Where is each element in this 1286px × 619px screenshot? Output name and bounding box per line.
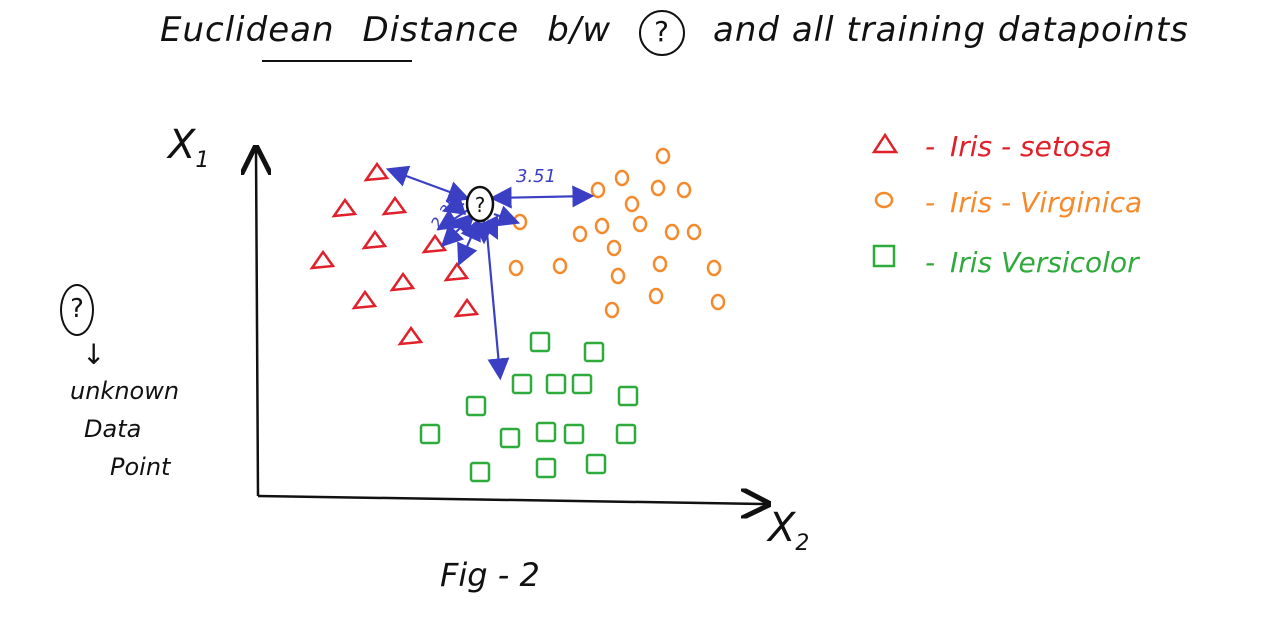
title-word-bw: b/w — [547, 10, 612, 50]
x2-axis-letter: X — [768, 505, 796, 551]
virginica-point — [655, 147, 671, 165]
query-point-marker — [465, 185, 495, 223]
virginica-point — [552, 257, 568, 275]
setosa-point — [389, 271, 416, 292]
virginica-point — [508, 259, 524, 277]
setosa-point — [331, 197, 358, 218]
x1-axis-letter: X — [168, 122, 196, 168]
virginica-point — [664, 223, 680, 241]
virginica-point — [650, 179, 666, 197]
distance-arrow — [489, 185, 595, 209]
virginica-point — [710, 293, 726, 311]
virginica-point — [648, 287, 664, 305]
versicolor-point — [535, 421, 557, 443]
unknown-note-line3: Point — [110, 453, 171, 481]
axes-group — [256, 150, 766, 504]
setosa-point — [397, 325, 424, 346]
versicolor-point — [571, 373, 593, 395]
virginica-point — [614, 169, 630, 187]
title-word-rest: and all training datapoints — [713, 10, 1189, 50]
x1-axis-label: X1 — [168, 122, 209, 173]
square-icon — [870, 242, 910, 279]
virginica-point — [632, 215, 648, 233]
x2-axis-label: X2 — [768, 505, 809, 556]
distance-arrow — [493, 205, 521, 227]
x2-axis-line — [257, 496, 766, 504]
distance-arrow — [478, 215, 498, 240]
title-word-distance: Distance — [362, 10, 520, 50]
distance-label-setosa: 2.35 — [427, 193, 463, 233]
versicolor-point — [511, 373, 533, 395]
distance-arrows-group — [385, 165, 595, 381]
versicolor-point — [617, 385, 639, 407]
distance-arrow — [385, 165, 471, 203]
triangle-icon — [870, 130, 910, 163]
unknown-note-line2: Data — [84, 415, 142, 443]
versicolor-point — [499, 427, 521, 449]
versicolor-point — [545, 373, 567, 395]
setosa-point — [363, 161, 390, 182]
title-word-euclidean: Euclidean — [160, 10, 335, 50]
figure-caption: Fig - 2 — [440, 556, 540, 594]
virginica-point — [604, 301, 620, 319]
virginica-point — [606, 239, 622, 257]
data-points-group — [309, 147, 726, 483]
versicolor-point — [583, 341, 605, 363]
versicolor-point — [535, 457, 557, 479]
legend-item-setosa: -Iris - setosa — [870, 130, 1112, 163]
x2-axis-subscript: 2 — [795, 531, 810, 556]
distance-label-virginica: 3.51 — [516, 166, 556, 187]
virginica-point — [686, 223, 702, 241]
legend-item-versicolor: -Iris Versicolor — [870, 242, 1139, 279]
versicolor-point — [529, 331, 551, 353]
query-point-symbol: ? — [475, 193, 486, 217]
setosa-point — [443, 261, 470, 282]
title-query-symbol: ? — [639, 10, 686, 56]
unknown-note-line1: unknown — [70, 377, 180, 405]
virginica-point — [706, 259, 722, 277]
setosa-point — [309, 249, 336, 270]
setosa-point — [351, 289, 378, 310]
legend-label-versicolor: Iris Versicolor — [950, 246, 1139, 279]
title-underline — [262, 60, 412, 62]
virginica-point — [572, 225, 588, 243]
distance-arrow — [484, 221, 510, 381]
virginica-point — [676, 181, 692, 199]
distance-arrow — [441, 193, 467, 215]
versicolor-point — [563, 423, 585, 445]
setosa-point — [381, 195, 408, 216]
versicolor-point — [465, 395, 487, 417]
virginica-point — [624, 195, 640, 213]
setosa-point — [361, 229, 388, 250]
distance-arrow — [457, 217, 481, 267]
legend-label-setosa: Iris - setosa — [950, 130, 1112, 163]
virginica-point — [652, 255, 668, 273]
legend-label-virginica: Iris - Virginica — [950, 186, 1143, 219]
unknown-point-symbol: ? — [60, 284, 94, 336]
setosa-point — [453, 297, 480, 318]
setosa-point — [421, 233, 448, 254]
virginica-point — [594, 217, 610, 235]
virginica-point — [590, 181, 606, 199]
legend-item-virginica: -Iris - Virginica — [870, 186, 1142, 219]
versicolor-point — [615, 423, 637, 445]
virginica-point — [610, 267, 626, 285]
circle-icon — [870, 186, 910, 219]
x1-axis-line — [256, 150, 258, 497]
diagram-title: Euclidean Distance b/w? and all training da… — [160, 10, 1189, 56]
unknown-point-note: unknown Data Point — [70, 372, 210, 486]
x1-axis-subscript: 1 — [195, 148, 210, 173]
versicolor-point — [419, 423, 441, 445]
down-arrow-icon: ↓ — [82, 338, 106, 371]
query-point-group: ? — [465, 185, 495, 223]
versicolor-point — [585, 453, 607, 475]
versicolor-point — [469, 461, 491, 483]
